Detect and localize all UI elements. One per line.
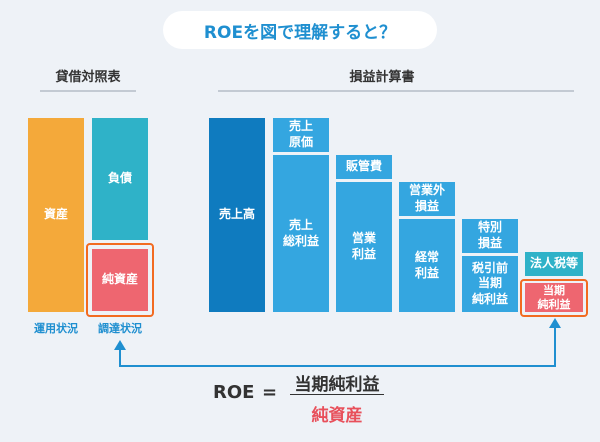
income-statement-underline [218,90,574,92]
sales-block: 売上高 [209,118,265,312]
non-operating-block: 営業外 損益 [399,182,455,216]
formula-fraction-bar [290,394,384,395]
pretax-profit-block: 税引前 当期 純利益 [462,256,518,312]
procurement-label: 調達状況 [98,322,142,335]
taxes-block: 法人税等 [525,252,583,276]
income-statement-heading: 損益計算書 [349,70,415,85]
usage-label: 運用状況 [34,322,78,335]
balance-sheet-heading: 貸借対照表 [55,70,121,85]
sga-block: 販管費 [336,155,392,179]
formula-roe: ROE [213,382,255,403]
gross-profit-block: 売上 総利益 [273,155,329,312]
liabilities-block: 負債 [92,118,148,240]
cost-of-sales-block: 売上 原価 [273,118,329,152]
formula-equals: = [262,382,278,403]
extraordinary-block: 特別 損益 [462,219,518,253]
page-title: ROEを図で理解すると？ [163,11,437,49]
assets-block: 資産 [28,118,84,312]
ordinary-profit-block: 経常 利益 [399,219,455,312]
net-income-highlight-frame [520,279,588,317]
formula-denominator: 純資産 [311,406,363,426]
net-income-block: 当期 純利益 [525,283,583,312]
net-assets-block: 純資産 [92,249,148,311]
net-assets-highlight-frame [86,243,154,317]
operating-profit-block: 営業 利益 [336,182,392,312]
balance-sheet-underline [40,90,136,92]
formula-numerator: 当期純利益 [294,375,380,395]
